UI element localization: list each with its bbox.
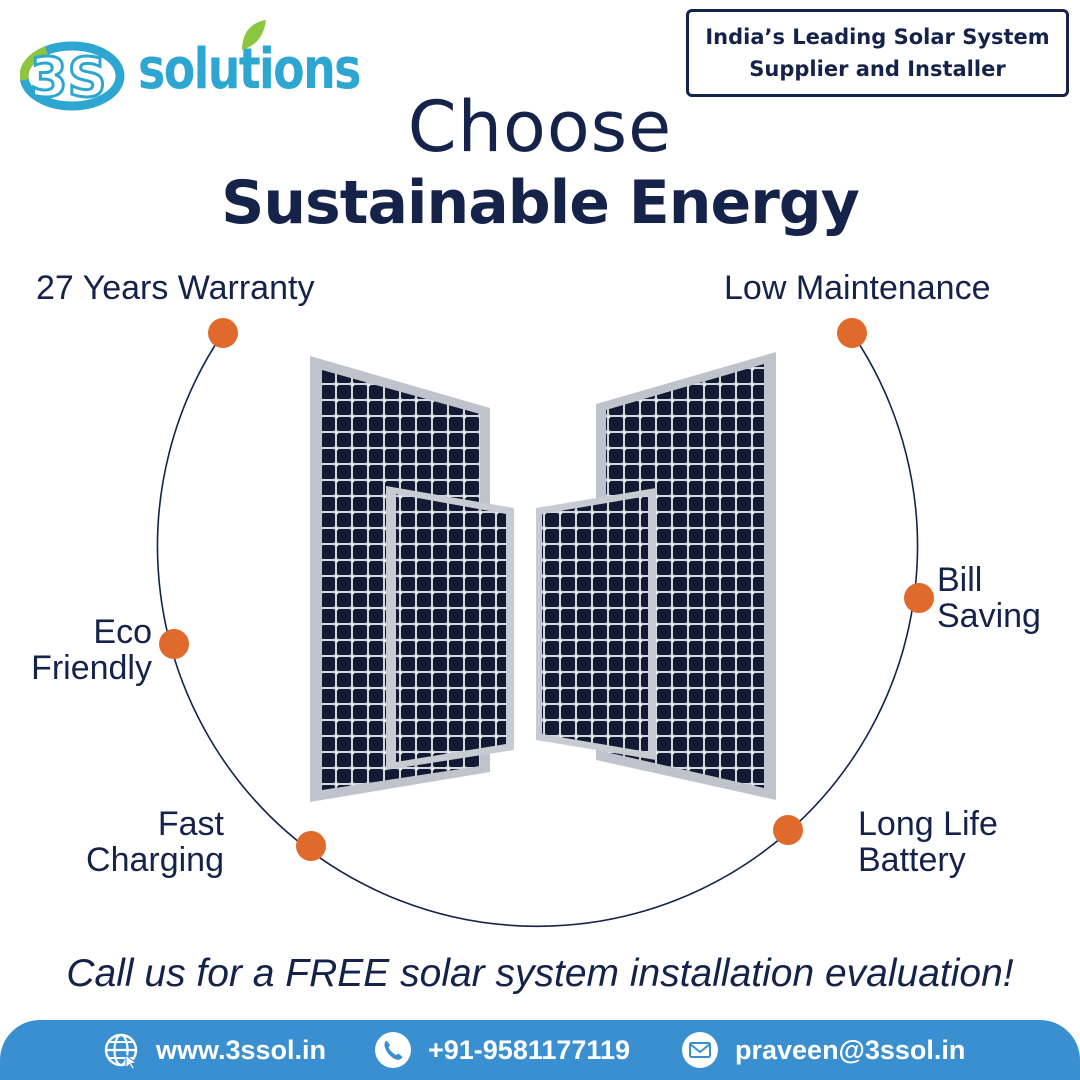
logo-mark-icon: 3S [20, 41, 125, 111]
feature-dot-bill [904, 583, 934, 613]
feature-label: Low Maintenance [724, 269, 991, 307]
feature-label: Charging [86, 841, 224, 879]
feature-bill-saving: Bill Saving [937, 562, 1041, 634]
feature-circle-graphic [156, 318, 934, 928]
email-link[interactable]: praveen@3ssol.in [681, 1030, 965, 1070]
feature-dot-maintenance [837, 318, 867, 348]
headline-sustainable-energy: Sustainable Energy [221, 168, 860, 238]
feature-eco-friendly: Eco Friendly [24, 614, 152, 686]
website-text: www.3ssol.in [156, 1034, 327, 1065]
svg-text:3S: 3S [30, 46, 106, 109]
mail-icon [681, 1031, 719, 1069]
feature-label: Eco [93, 613, 152, 651]
feature-low-maintenance: Low Maintenance [724, 270, 991, 306]
feature-label: Friendly [31, 649, 152, 687]
globe-icon [102, 1031, 140, 1069]
solar-panel-front-left [386, 486, 514, 770]
call-to-action: Call us for a FREE solar system installa… [66, 952, 1014, 995]
feature-warranty: 27 Years Warranty [36, 270, 314, 306]
brand-logo: 3S solutions [20, 18, 361, 118]
feature-dot-fast [296, 831, 326, 861]
solar-panel-front-right [536, 488, 656, 760]
feature-label: Fast [157, 805, 224, 843]
tagline-line-2: Supplier and Installer [749, 57, 1006, 81]
leaf-icon [242, 20, 266, 50]
tagline-line-1: India’s Leading Solar System [705, 25, 1050, 49]
feature-dot-eco [159, 629, 189, 659]
feature-dot-warranty [208, 318, 238, 348]
feature-dot-battery [773, 815, 803, 845]
feature-label: Battery [858, 841, 966, 879]
feature-long-life-battery: Long Life Battery [858, 806, 998, 878]
feature-label: Bill [937, 561, 983, 599]
feature-fast-charging: Fast Charging [78, 806, 224, 878]
phone-link[interactable]: +91-9581177119 [374, 1030, 630, 1070]
feature-label: 27 Years Warranty [36, 269, 315, 307]
feature-label: Long Life [858, 805, 998, 843]
phone-icon [374, 1031, 412, 1069]
logo-wordmark: solutions [138, 37, 361, 102]
headline-choose: Choose [407, 86, 673, 168]
tagline-box: India’s Leading Solar System Supplier an… [686, 9, 1069, 97]
website-link[interactable]: www.3ssol.in [102, 1030, 326, 1070]
contact-footer: www.3ssol.in +91-9581177119 praveen@3sso… [0, 1020, 1080, 1080]
feature-label: Saving [937, 597, 1041, 635]
email-text: praveen@3ssol.in [735, 1034, 966, 1065]
phone-text: +91-9581177119 [428, 1034, 630, 1065]
